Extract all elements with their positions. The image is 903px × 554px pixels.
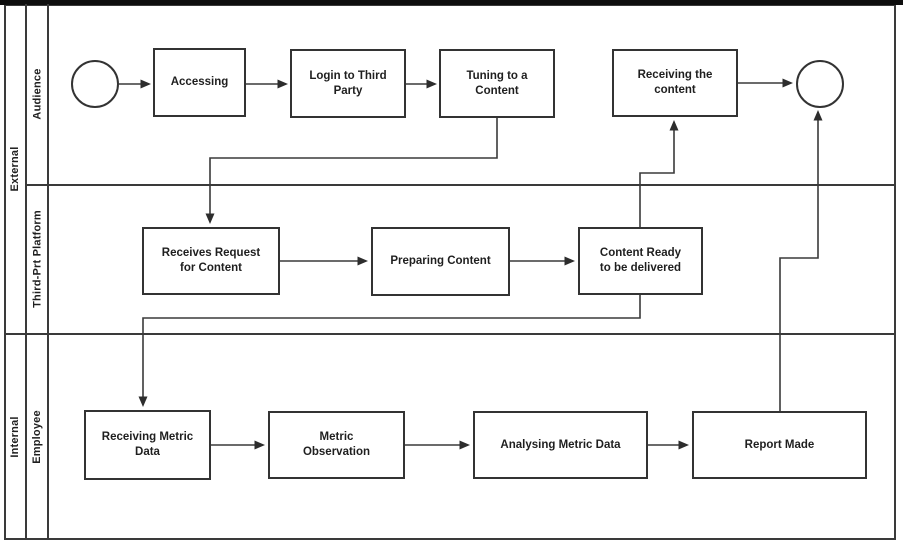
task-receiving-the-content: Receiving the content [612, 49, 738, 117]
group-label-external: External [9, 146, 21, 192]
task-login-to-third-party: Login to Third Party [290, 49, 406, 118]
task-analysing-metric-data: Analysing Metric Data [473, 411, 648, 479]
diagram-outer-frame [4, 4, 896, 540]
lane-label-audience: Audience [31, 68, 44, 120]
lane-label-employee: Employee [31, 410, 43, 464]
group-label-internal: Internal [9, 416, 21, 458]
task-receiving-metric-data: Receiving Metric Data [84, 410, 211, 480]
group-column-divider [25, 4, 27, 540]
lane-divider-audience-thirdprt [25, 184, 896, 186]
lane-label-column-divider [47, 4, 49, 540]
end-event-circle [796, 60, 844, 108]
task-preparing-content: Preparing Content [371, 227, 510, 296]
lane-label-third-prt-platform: Third-Prt Platform [31, 210, 44, 308]
task-metric-observation: Metric Observation [268, 411, 405, 479]
task-content-ready-to-be-delivered: Content Ready to be delivered [578, 227, 703, 295]
task-accessing: Accessing [153, 48, 246, 117]
top-border-bar [0, 0, 903, 5]
task-report-made: Report Made [692, 411, 867, 479]
task-tuning-to-a-content: Tuning to a Content [439, 49, 555, 118]
start-event-circle [71, 60, 119, 108]
task-receives-request-for-content: Receives Request for Content [142, 227, 280, 295]
lane-divider-external-internal [4, 333, 896, 335]
